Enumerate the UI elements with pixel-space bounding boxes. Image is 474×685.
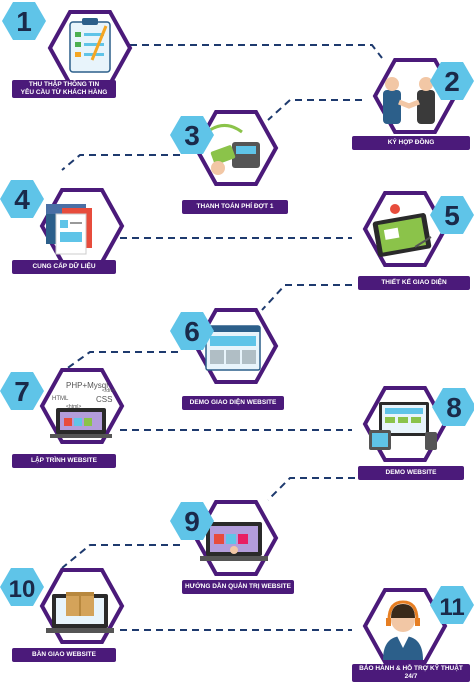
step-8-number: 8: [446, 392, 462, 423]
step-9: [193, 500, 279, 576]
tech-css-text: CSS: [96, 395, 112, 404]
step-5-label: THIẾT KẾ GIAO DIỆN: [358, 276, 470, 290]
admin-laptop-icon: [200, 522, 268, 561]
step-6-label-text: DEMO GIAO DIỆN WEBSITE: [189, 399, 277, 406]
step-8-number-badge: 8: [432, 388, 474, 426]
connector-5-6: [261, 284, 352, 311]
step-1-number: 1: [16, 6, 32, 37]
step-10-number: 10: [9, 576, 36, 603]
step-1-number-badge: 1: [2, 2, 46, 40]
step-9-number: 9: [184, 506, 200, 537]
card-payment-icon: [209, 124, 260, 175]
laptop-box-icon: [46, 592, 114, 633]
step-4-number-badge: 4: [0, 180, 44, 218]
browser-layout-icon: [205, 325, 261, 371]
step-3-label-text: THANH TOÁN PHÍ ĐỢT 1: [196, 203, 274, 210]
step-7-label: LẬP TRÌNH WEBSITE: [12, 454, 116, 468]
step-2-number: 2: [444, 66, 460, 97]
step-1-label-text: THU THẬP THÔNG TIN YÊU CẦU TỪ KHÁCH HÀNG: [20, 81, 108, 96]
connector-2-3: [267, 99, 362, 121]
step-7-number-badge: 7: [0, 372, 44, 410]
step-1: [47, 10, 133, 86]
step-8-label: DEMO WEBSITE: [358, 466, 464, 480]
step-7: PHP+Mysql HTML CSS <html> </div>: [39, 368, 125, 444]
connector-6-7: [61, 351, 178, 373]
step-6: [193, 308, 279, 384]
step-7-label-text: LẬP TRÌNH WEBSITE: [31, 457, 97, 464]
step-9-number-badge: 9: [170, 502, 214, 540]
step-11-number-badge: 11: [430, 586, 474, 624]
step-10: [39, 568, 125, 644]
step-5: [362, 191, 448, 267]
step-4-label: CUNG CẤP DỮ LIỆU: [12, 260, 116, 274]
step-11-label-text: BẢO HÀNH & HỖ TRỢ KỸ THUẬT 24/7: [359, 665, 463, 680]
step-2-number-badge: 2: [430, 62, 474, 100]
step-6-number-badge: 6: [170, 312, 214, 350]
code-laptop-icon: PHP+Mysql HTML CSS <html> </div>: [50, 381, 116, 438]
step-2-label: KÝ HỢP ĐỒNG: [352, 136, 470, 150]
devices-website-icon: [369, 402, 437, 450]
step-6-label: DEMO GIAO DIỆN WEBSITE: [182, 396, 284, 410]
step-9-label: HƯỚNG DẪN QUẢN TRỊ WEBSITE: [182, 580, 294, 594]
step-5-label-text: THIẾT KẾ GIAO DIỆN: [381, 279, 447, 286]
step-9-label-text: HƯỚNG DẪN QUẢN TRỊ WEBSITE: [185, 583, 291, 590]
design-tablet-icon: [372, 204, 432, 257]
step-3-number: 3: [184, 120, 200, 151]
connector-8-9: [267, 477, 355, 501]
step-3-label: THANH TOÁN PHÍ ĐỢT 1: [182, 200, 288, 214]
step-11-number: 11: [439, 594, 464, 621]
tech-php-text: PHP+Mysql: [66, 381, 108, 390]
tech-div-tag-text: </div>: [102, 388, 116, 394]
step-11: [362, 588, 448, 664]
connector-1-2: [118, 44, 383, 59]
step-4-number: 4: [14, 184, 30, 215]
step-4-label-text: CUNG CẤP DỮ LIỆU: [32, 263, 96, 270]
step-3-number-badge: 3: [170, 116, 214, 154]
step-5-number: 5: [444, 200, 460, 231]
clipboard-form-icon: [69, 18, 111, 73]
support-agent-icon: [383, 600, 423, 660]
step-4: [39, 188, 125, 264]
step-10-label: BÀN GIAO WEBSITE: [12, 648, 116, 662]
step-5-number-badge: 5: [430, 196, 474, 234]
step-3: [193, 110, 279, 186]
documents-folder-icon: [46, 204, 92, 255]
step-2-label-text: KÝ HỢP ĐỒNG: [387, 139, 435, 146]
step-10-label-text: BÀN GIAO WEBSITE: [32, 651, 96, 658]
step-8: [362, 386, 448, 462]
tech-html-tag-text: <html>: [66, 404, 81, 410]
step-11-label: BẢO HÀNH & HỖ TRỢ KỸ THUẬT 24/7: [352, 664, 470, 682]
step-8-label-text: DEMO WEBSITE: [385, 469, 437, 476]
handshake-icon: [383, 77, 435, 124]
connectors: [61, 44, 383, 631]
step-1-label: THU THẬP THÔNG TIN YÊU CẦU TỪ KHÁCH HÀNG: [12, 80, 116, 98]
tech-html-text: HTML: [52, 396, 69, 402]
step-6-number: 6: [184, 316, 200, 347]
step-7-number: 7: [14, 376, 30, 407]
connector-3-4: [61, 154, 180, 171]
connector-9-10: [61, 544, 180, 569]
step-10-number-badge: 10: [0, 568, 44, 606]
